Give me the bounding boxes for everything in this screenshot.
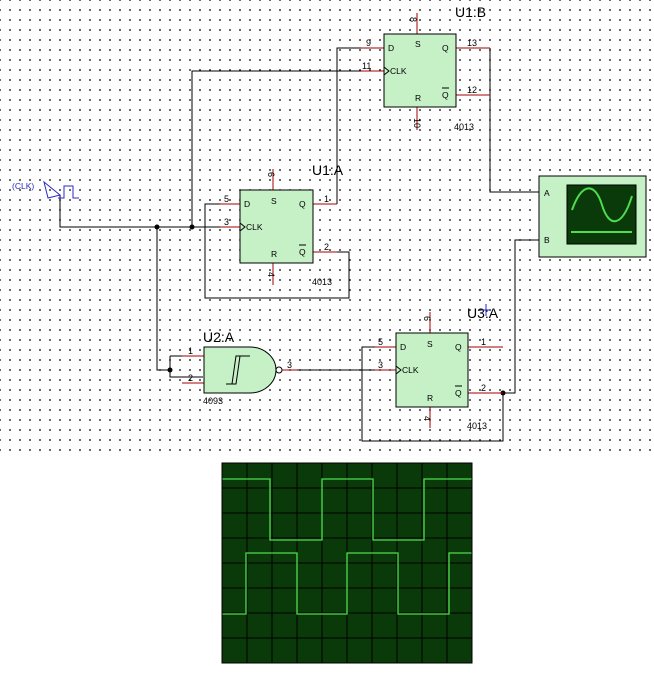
u3a-pin-s: 6 — [422, 316, 432, 321]
u2a-pin-lines — [182, 355, 297, 384]
u3a-label-qbar: Q — [455, 388, 462, 398]
u1b-pin-s: 8 — [408, 17, 418, 22]
u1a-label-d: D — [244, 199, 250, 209]
wire-u1b-q-to-scope-a — [489, 48, 539, 193]
u1b-label-d: D — [388, 43, 394, 53]
u1a-part: 4013 — [312, 277, 332, 287]
clock-generator[interactable]: (CLK) — [12, 180, 79, 199]
wire-clk-to-u1b — [191, 70, 383, 227]
probe-icon — [481, 304, 491, 316]
u1b-pin-lines — [361, 13, 490, 130]
junctions — [154, 224, 506, 396]
u1a-label-r: R — [271, 249, 277, 259]
u1a-pin-s: 6 — [266, 172, 276, 177]
u1a-label-qbar: Q — [299, 247, 306, 257]
u1b-pin-r: 10 — [412, 118, 422, 128]
u3a-label-r: R — [427, 393, 433, 403]
pulse-icon — [58, 185, 79, 199]
u2a-ref: U2:A — [203, 329, 235, 345]
oscilloscope-display — [221, 462, 473, 664]
u2a-pin-in1: 1 — [188, 346, 193, 356]
wire-u1a-q-to-u1b-d — [336, 47, 361, 204]
wire-clk-to-nand — [156, 227, 170, 371]
u1a-body — [239, 189, 314, 264]
flipflop-u1a[interactable]: U1:A 4013 D S CLK Q R Q 5 3 6 4 1 2 — [220, 162, 344, 287]
u1b-pin-clk: 11 — [362, 61, 371, 71]
flipflop-u1b[interactable]: U1:B 4013 D S CLK Q R Q 9 11 8 10 13 12 — [361, 4, 490, 132]
junction-dot — [167, 367, 173, 373]
u1a-label-clk: CLK — [246, 222, 263, 232]
u3a-pin-lines — [375, 312, 503, 428]
junction-dot — [189, 224, 195, 230]
u1b-label-s: S — [415, 39, 421, 49]
wire-u1a-feedback — [204, 203, 350, 299]
flipflop-u3a[interactable]: U3:A 4013 D S CLK Q R Q 5 3 6 4 1 2 — [375, 304, 503, 431]
nand-gate-u2a[interactable]: U2:A 4093 1 2 3 — [182, 329, 297, 406]
u1a-pin-clk: 3 — [224, 217, 229, 227]
display-border — [221, 462, 473, 664]
u3a-label-clk: CLK — [402, 365, 419, 375]
u1b-pin-d: 9 — [366, 38, 371, 48]
u1a-pin-r: 4 — [266, 272, 276, 277]
clk-triangle-icon — [239, 222, 246, 232]
u3a-label-q: Q — [455, 342, 462, 352]
wire-clk-main — [59, 195, 223, 228]
u1b-pin-qbar: 12 — [467, 85, 477, 95]
u1b-body — [383, 33, 457, 108]
u1b-label-clk: CLK — [390, 66, 407, 76]
wire-u3a-feedback — [361, 346, 504, 442]
oscilloscope-symbol[interactable]: A B — [538, 175, 647, 258]
schmitt-hysteresis-icon — [226, 355, 250, 385]
trace-channel-b — [222, 552, 472, 615]
u3a-pin-r: 4 — [422, 416, 432, 421]
u1a-pin-d: 5 — [224, 194, 229, 204]
nand-bubble-icon — [275, 366, 283, 374]
u3a-label-s: S — [427, 339, 433, 349]
wire-u3a-qbar-to-scope-b — [503, 239, 539, 394]
trace-channel-a — [222, 478, 472, 541]
u3a-pin-d: 5 — [378, 337, 383, 347]
clk-triangle-icon — [383, 66, 390, 76]
u2a-pin-out: 3 — [287, 360, 292, 370]
u1b-label-qbar: Q — [442, 90, 449, 100]
u1a-pin-q: 1 — [324, 194, 329, 204]
u3a-ref: U3:A — [467, 305, 499, 321]
wires — [59, 47, 539, 442]
wire-nand-in1 — [169, 356, 203, 378]
u1a-label-s: S — [271, 196, 277, 206]
junction-dot — [154, 224, 160, 230]
u1a-ref: U1:A — [312, 162, 344, 178]
scope-channel-b-label: B — [544, 235, 550, 245]
scope-screen-icon — [566, 184, 637, 245]
u3a-part: 4013 — [467, 421, 487, 431]
u3a-pin-clk: 3 — [378, 360, 383, 370]
clk-triangle-icon — [395, 365, 402, 375]
u3a-pin-qbar: 2 — [481, 383, 486, 393]
generator-arrow-icon — [43, 180, 62, 199]
u1a-pin-qbar: 2 — [324, 242, 329, 252]
u2a-part: 4093 — [203, 396, 223, 406]
u1b-part: 4013 — [454, 122, 474, 132]
u1a-label-q: Q — [299, 199, 306, 209]
u1b-label-q: Q — [442, 43, 449, 53]
scope-channel-a-label: A — [544, 188, 550, 198]
u3a-body — [395, 332, 469, 408]
sine-wave-icon — [571, 187, 633, 223]
u3a-label-d: D — [400, 342, 406, 352]
u2a-pin-in2: 2 — [188, 373, 193, 383]
u3a-pin-q: 1 — [481, 337, 486, 347]
u1a-pin-lines — [220, 169, 337, 285]
u1b-ref: U1:B — [455, 4, 486, 20]
u1b-label-r: R — [415, 93, 421, 103]
u2a-body — [203, 346, 277, 394]
u1b-pin-q: 13 — [467, 38, 477, 48]
generator-label: (CLK) — [12, 181, 34, 191]
